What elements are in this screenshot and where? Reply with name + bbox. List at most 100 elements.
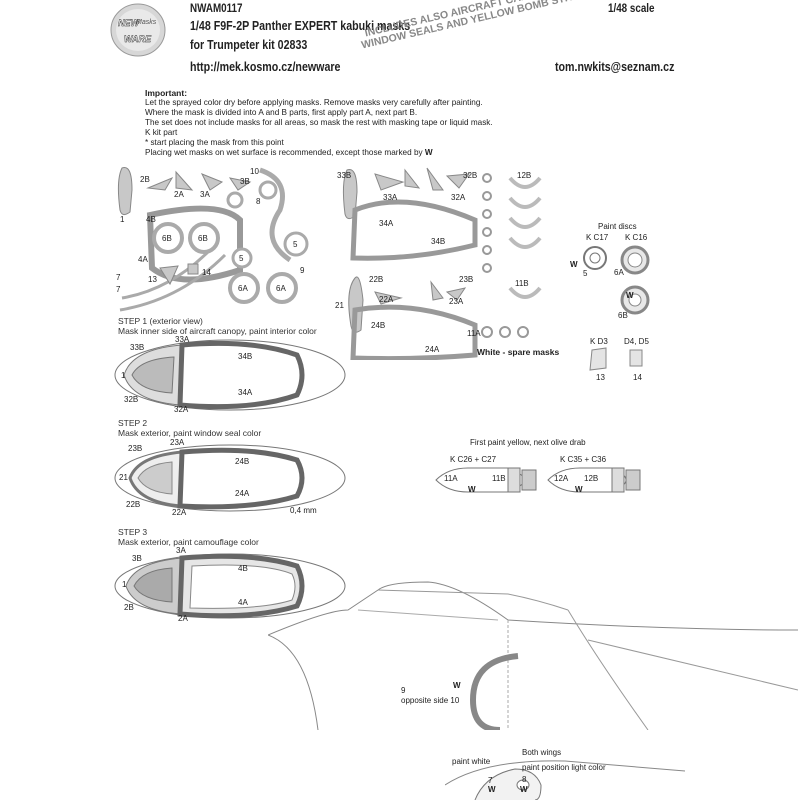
product-subtitle: for Trumpeter kit 02833 [190, 37, 308, 52]
ring-mask [482, 245, 492, 255]
mask-shape [117, 166, 133, 216]
website-link[interactable]: http://mek.kosmo.cz/newware [190, 59, 341, 74]
canopy-label: 23A [170, 438, 185, 447]
canopy-label: 4A [238, 598, 248, 607]
mask-label: 32B [463, 171, 477, 180]
kit-part-label: K C17 [586, 233, 609, 242]
email-address[interactable]: tom.nwkits@seznam.cz [555, 59, 675, 74]
mask-label: 14 [202, 268, 211, 277]
mask-label: 23A [449, 297, 464, 306]
ring-mask [482, 191, 492, 201]
step-2-canopy [114, 444, 346, 512]
mask-label: 24B [371, 321, 385, 330]
step-desc: Mask exterior, paint window seal color [118, 428, 262, 438]
canopy-label: 1 [121, 371, 126, 380]
mask-label: 34A [379, 219, 394, 228]
slanted-note: INCLUDES ALSO AIRCRAFT CANOPY INTERIOR, … [358, 0, 636, 51]
opposite-side-label: opposite side 10 [401, 696, 460, 705]
bomb-stripe-mask [508, 196, 542, 209]
mask-sheet-a: 2B 2A 3A 3B 10 8 4B 6B 6B 1 4A 7 7 13 14… [116, 166, 309, 312]
mask-label: 3A [200, 190, 210, 199]
w-mark: W [468, 485, 476, 494]
canopy-frame-mask [350, 304, 478, 360]
mask-shape [374, 173, 405, 191]
paint-disc-graphic [583, 245, 650, 315]
step-title: STEP 1 (exterior view) [118, 316, 203, 326]
mask-shape [200, 173, 224, 191]
step-title: STEP 3 [118, 527, 148, 537]
disc-mask [228, 272, 260, 304]
wing-tip-graphic [445, 760, 686, 800]
part-number: 8 [522, 775, 527, 784]
mask-shape [374, 291, 403, 305]
mask-label: 22B [369, 275, 383, 284]
product-title: 1/48 F9F-2P Panther EXPERT kabuki masks [190, 18, 411, 33]
mask-label: 5 [293, 240, 298, 249]
canopy-label: 22A [172, 508, 187, 517]
canopy-label: 34B [238, 352, 253, 361]
logo-bottom-text: WARE [124, 34, 152, 44]
canopy-label: 4B [238, 564, 248, 573]
mask-label: 2A [174, 190, 184, 199]
bomb-label: 11B [492, 474, 506, 483]
bomb-stripe-mask [508, 216, 542, 229]
bomb-stripe-mask [508, 176, 542, 189]
bomb-label: 12B [584, 474, 599, 483]
bomb-stripe-mask [508, 236, 542, 249]
canopy-label: 3A [176, 546, 186, 555]
mask-shape [426, 167, 444, 191]
mask-label: 34B [431, 237, 445, 246]
canopy-label: 32B [124, 395, 139, 404]
mask-shape [175, 170, 194, 191]
product-code: NWAM0117 [190, 1, 243, 15]
disc-label: 6A [614, 268, 624, 277]
bomb-kit-parts: K C26 + C27 [450, 455, 497, 464]
mask-label: 9 [300, 266, 305, 275]
mask-label: 10 [250, 167, 259, 176]
mask-sheet-b: 33B 33A 32A 32B 34A 34B 12B 22B 22A 23B … [335, 167, 542, 360]
bombs-graphic [435, 467, 641, 493]
step-desc: Mask inner side of aircraft canopy, pain… [118, 326, 317, 336]
mask-label: 8 [256, 197, 261, 206]
disc-label: 5 [583, 269, 588, 278]
disc-mask [152, 222, 184, 254]
step-2-text: STEP 2 Mask exterior, paint window seal … [118, 418, 261, 438]
w-mark: W [424, 148, 433, 157]
part-number: 14 [633, 373, 642, 382]
w-mark: W [626, 291, 634, 300]
logo-mid-text: Masks [136, 19, 157, 26]
canopy-frame-mask [350, 199, 478, 261]
canopy-label: 33B [130, 343, 145, 352]
step-3-canopy [114, 553, 346, 619]
scale-label: 1/48 scale [608, 1, 655, 15]
spare-ring [481, 326, 493, 338]
part-number: 13 [596, 373, 605, 382]
step-title: STEP 2 [118, 418, 148, 428]
step-3-text: STEP 3 Mask exterior, paint camouflage c… [118, 527, 259, 547]
mask-shape [342, 168, 358, 220]
note-line: Placing wet masks on wet surface is reco… [145, 148, 665, 158]
important-notes: Important: Let the sprayed color dry bef… [145, 88, 665, 158]
disc-label: 6B [618, 311, 628, 320]
disc-mask [266, 272, 298, 304]
w-mark: W [488, 785, 496, 794]
mask-shape [404, 168, 421, 189]
ring-mask [226, 191, 244, 209]
w-mark: W [570, 260, 578, 269]
mask-label: 11B [515, 279, 529, 288]
mask-label: 4B [146, 215, 156, 224]
bomb-stripe-mask [508, 286, 542, 299]
ring-mask [231, 247, 253, 269]
mask-label: 6A [238, 284, 248, 293]
ring-mask [258, 180, 278, 200]
wings-title: Both wings [522, 748, 562, 757]
paint-light-label: paint position light color [522, 763, 606, 772]
mask-shape [228, 177, 252, 191]
mask-shape [159, 265, 179, 286]
mask-label: 21 [335, 301, 344, 310]
brand-logo: NEW Masks WARE [108, 2, 168, 58]
strip-mask [121, 248, 212, 300]
mask-label: 12B [517, 171, 531, 180]
ring-mask [482, 209, 492, 219]
canopy-label: 2B [124, 603, 134, 612]
